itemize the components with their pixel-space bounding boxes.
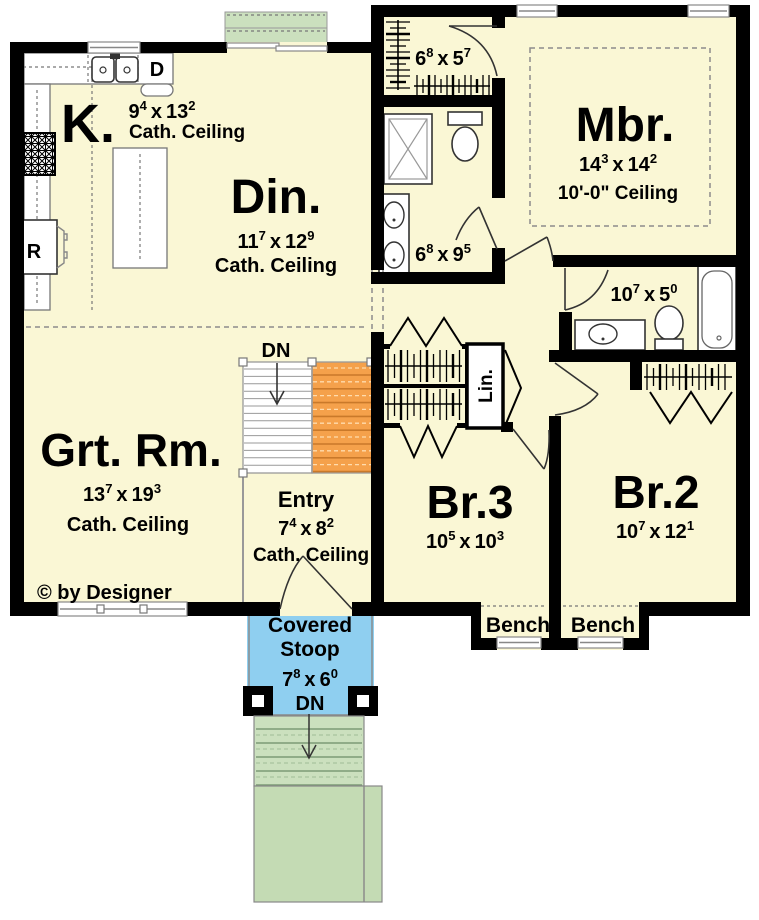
toilet-hall-icon [654,305,684,351]
doors [279,25,733,610]
label-linen: Lin. [476,369,497,403]
ceiling-entry: Cath. Ceiling [253,545,369,566]
window-great-room [57,601,188,617]
label-dishwasher: D [150,59,164,81]
label-dining: Din. [231,171,322,224]
label-kitchen: K. [61,94,115,154]
door-bedroom3[interactable] [512,428,550,470]
tray-ceiling-outline [529,47,711,227]
dim-bedroom3: 105 x 103 [426,528,504,553]
closet-rod-br2 [644,364,732,390]
window-kitchen [87,41,141,54]
closet-rod-br3-upper [385,350,462,382]
label-master-bedroom: Mbr. [576,99,675,152]
closet-rod-br3-lower [385,389,462,420]
label-great-room: Grt. Rm. [40,424,221,476]
dim-kitchen: 94 x 132 [129,98,196,123]
toilet-master-icon [447,111,483,162]
door-bifold-br2-closet[interactable] [649,390,733,425]
door-master-bath[interactable] [455,206,498,250]
label-refrigerator: R [27,241,42,263]
kitchen-island [112,147,168,269]
dim-hall-bath: 107 x 50 [611,281,678,306]
stairs-main [238,357,376,602]
stairs-down-arrow [269,363,285,406]
window-mbr-2 [687,4,730,18]
linen-closet [465,342,505,430]
dim-great-room: 137 x 193 [83,481,161,506]
dim-stoop: 78 x 60 [282,666,338,691]
kitchen-sink [91,53,139,83]
ceiling-kitchen: Cath. Ceiling [129,122,245,143]
door-bifold-hall-closet[interactable] [389,316,463,348]
dim-master-closet: 68 x 57 [415,45,471,70]
window-bay-left [496,636,542,649]
kitchen-upper-cabinets [17,66,93,310]
label-entry: Entry [278,487,335,512]
dim-bedroom2: 107 x 121 [616,518,694,543]
label-stairs-down: DN [262,340,291,362]
closet-rod-wic-bottom [414,75,490,97]
door-hall-bath[interactable] [564,268,609,311]
front-walk-landing [253,785,383,903]
dim-entry: 74 x 82 [278,515,334,540]
dim-master-bedroom: 143 x 142 [579,151,657,176]
shower-icon [383,113,433,185]
floor [10,5,750,650]
windows [57,4,730,649]
ceiling-master-bedroom: 10'-0" Ceiling [558,183,678,204]
stoop-down-arrow [301,714,317,760]
bathtub-icon [697,265,737,353]
door-bedroom2[interactable] [554,362,599,416]
label-stoop-line1: Covered [268,614,352,637]
walls [10,5,750,650]
door-bifold-br3-closet[interactable] [399,423,458,460]
rear-deck-steps [224,11,328,44]
dim-dining: 117 x 129 [237,228,314,253]
door-front[interactable] [279,555,353,610]
label-bedroom3: Br.3 [427,476,514,528]
label-bedroom2: Br.2 [613,466,700,518]
closet-rod-wic-left [386,20,410,90]
front-steps [253,714,365,792]
window-mbr-1 [516,4,558,18]
vanity-hall [574,319,646,351]
ceiling-great-room: Cath. Ceiling [67,514,189,536]
label-bench-right: Bench [571,614,635,637]
covered-stoop [243,616,378,716]
sliding-door-deck[interactable] [226,42,328,52]
dim-master-bath: 68 x 95 [415,241,471,266]
label-stoop-down: DN [296,693,325,715]
door-linen-double[interactable] [504,349,523,427]
door-wic[interactable] [448,25,498,77]
ceiling-dining: Cath. Ceiling [215,255,337,277]
label-bench-left: Bench [486,614,550,637]
label-stoop-line2: Stoop [280,638,339,661]
door-master-bedroom[interactable] [504,236,554,262]
copyright: © by Designer [37,582,172,604]
window-bay-right [577,636,624,649]
